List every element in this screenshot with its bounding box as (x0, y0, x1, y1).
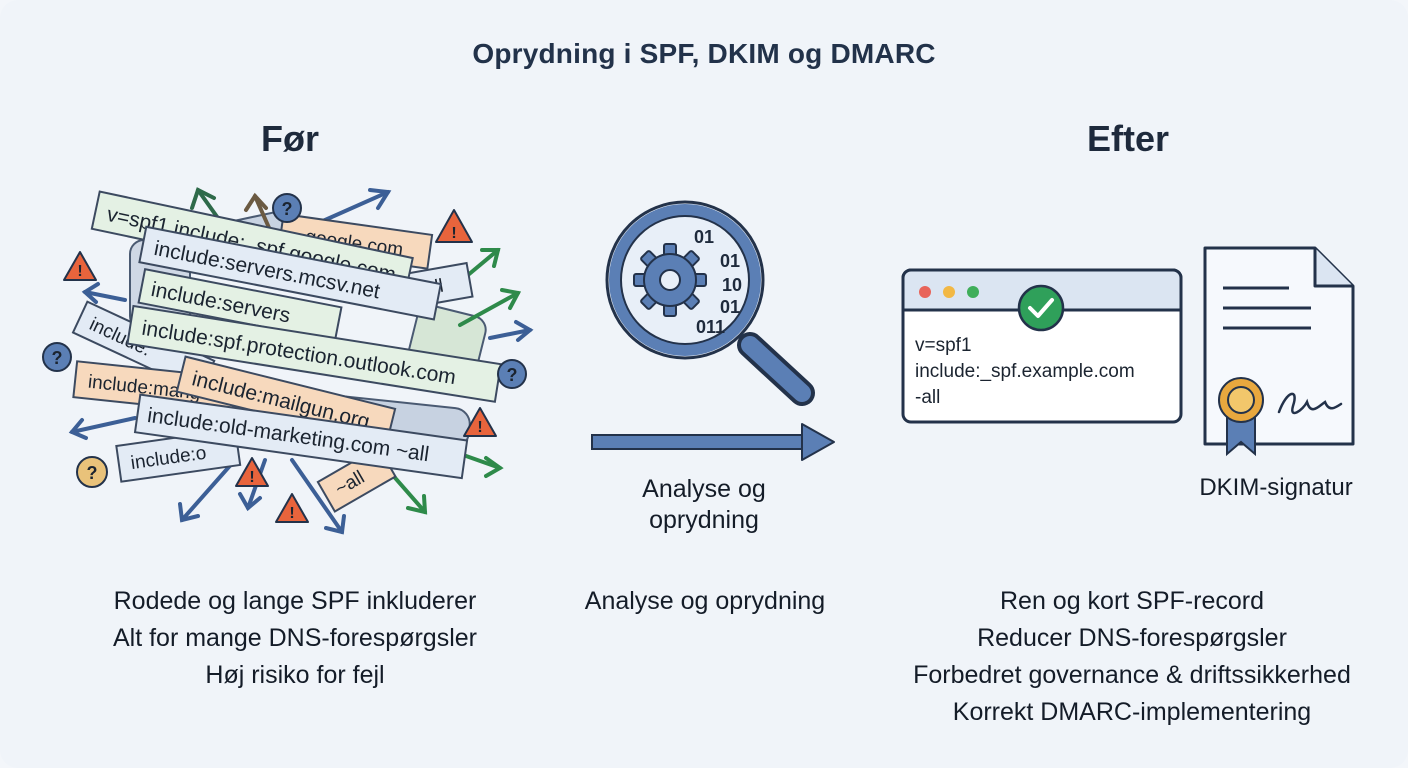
after-bullet: Ren og kort SPF-record (1000, 587, 1264, 615)
warning-icon: ! (275, 493, 309, 523)
warning-icons: ! ! ! ! ! (63, 209, 497, 523)
arrow-icon (81, 282, 127, 304)
warning-icon: ! (235, 457, 269, 487)
svg-text:?: ? (507, 365, 518, 385)
spf-record-line: v=spf1 (915, 335, 972, 356)
svg-text:!: ! (249, 469, 254, 486)
arrow-icon (178, 458, 237, 523)
window-dot-red (919, 286, 931, 298)
binary-line: 01 (720, 251, 740, 271)
question-icons: ? ? ? ? (42, 193, 527, 488)
check-icon (1017, 284, 1065, 332)
middle-bullet: Analyse og oprydning (584, 587, 826, 615)
svg-text:!: ! (451, 225, 456, 242)
svg-text:?: ? (282, 199, 293, 219)
dkim-label: DKIM-signatur (1199, 474, 1353, 501)
middle-bullets: Analyse og oprydning (560, 583, 850, 620)
svg-text:?: ? (87, 463, 98, 483)
before-bullet: Høj risiko for fejl (205, 661, 385, 689)
after-bullet: Reducer DNS-forespørgsler (977, 624, 1287, 652)
before-bullet: Alt for mange DNS-forespørgsler (112, 624, 477, 652)
before-bullets: Rodede og lange SPF inkluderer Alt for m… (50, 583, 540, 694)
spf-record-line: -all (915, 387, 940, 408)
after-bullet: Forbedret governance & driftssikkerhed (913, 661, 1351, 689)
svg-text:!: ! (289, 505, 294, 522)
window-dot-green (967, 286, 979, 298)
after-bullets: Ren og kort SPF-record Reducer DNS-fores… (880, 583, 1384, 731)
arrow-icon (244, 192, 272, 232)
binary-line: 01 (694, 227, 714, 247)
before-heading: Før (261, 118, 319, 159)
spf-record-line: include:_spf.example.com (915, 361, 1135, 382)
warning-icon: ! (435, 209, 473, 243)
binary-line: 10 (722, 275, 742, 295)
after-bullet: Korrekt DMARC-implementering (952, 698, 1312, 726)
question-icon: ? (42, 342, 72, 372)
svg-text:!: ! (77, 263, 82, 280)
svg-text:?: ? (52, 348, 63, 368)
right-arrow-icon (591, 423, 835, 461)
arrow-label: Analyse og oprydning (614, 474, 794, 536)
spf-include-strips: google.com ~all include: include:mang in… (71, 190, 502, 513)
question-icon: ? (76, 456, 108, 488)
arrow-icon (458, 288, 522, 327)
question-icon: ? (272, 193, 302, 223)
question-icon: ? (497, 359, 527, 389)
analysis-illustration: 01 01 10 01 011 (591, 200, 835, 461)
binary-line: 01 (720, 297, 740, 317)
binary-digits: 01 01 10 01 011 (694, 227, 742, 337)
seal-icon (1218, 377, 1264, 457)
arrow-icon (488, 320, 534, 342)
spf-record-window: v=spf1 include:_spf.example.com -all (901, 268, 1183, 424)
warning-icon: ! (463, 407, 497, 437)
messy-spf-illustration: google.com ~all include: include:mang in… (42, 187, 534, 535)
dkim-document-icon (1203, 246, 1355, 457)
window-dot-yellow (943, 286, 955, 298)
clean-result-illustration: v=spf1 include:_spf.example.com -all (901, 246, 1355, 457)
after-heading: Efter (1086, 118, 1170, 159)
gear-icon (633, 243, 707, 317)
warning-icon: ! (63, 251, 97, 281)
signature-icon (1277, 392, 1343, 415)
page-title: Oprydning i SPF, DKIM og DMARC (472, 38, 936, 69)
before-bullet: Rodede og lange SPF inkluderer (113, 587, 477, 615)
arrow-icon (290, 458, 346, 535)
arrow-label-text: Analyse og oprydning (642, 475, 766, 534)
arrow-icon (68, 416, 137, 440)
binary-line: 011 (696, 317, 725, 337)
svg-text:!: ! (477, 419, 482, 436)
